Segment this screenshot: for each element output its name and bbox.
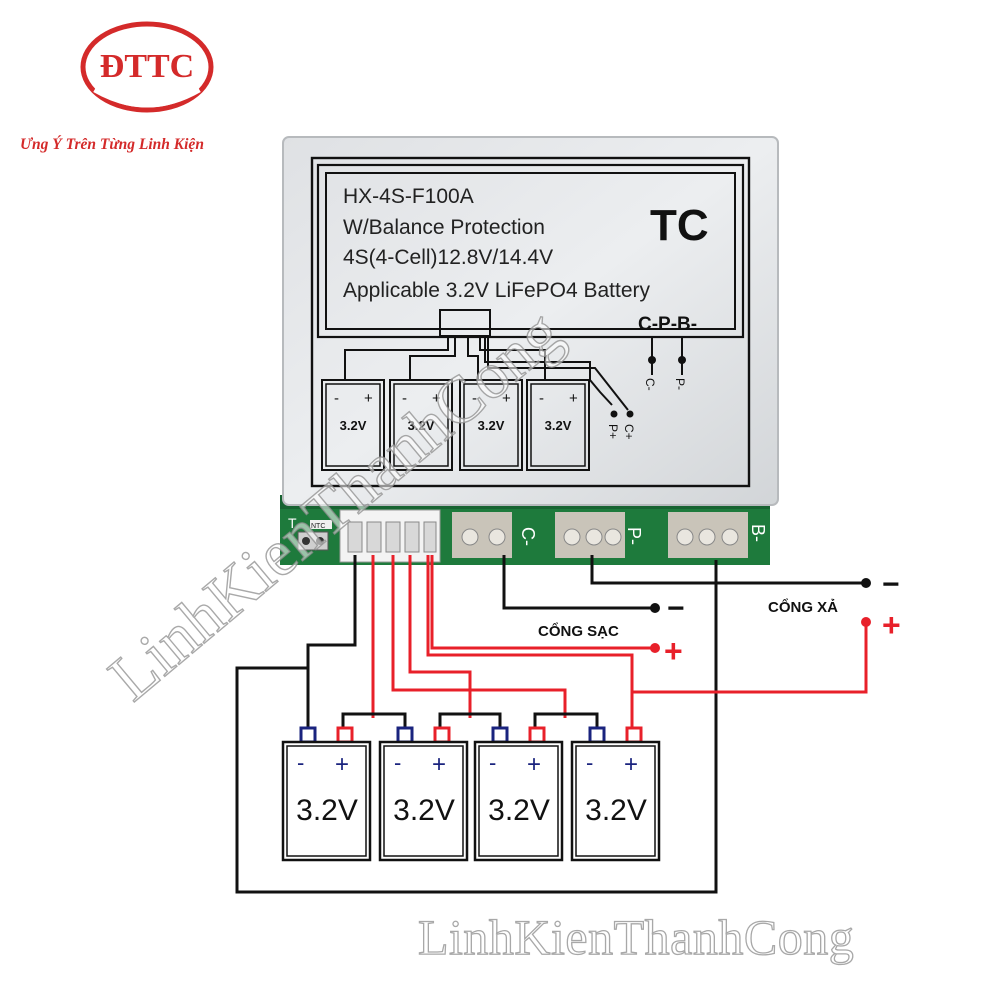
plate-cell-plus: +	[432, 390, 441, 407]
board-terminals-label: C-P-B-	[638, 314, 697, 335]
plate-cell-4: - +3.2V	[526, 379, 590, 471]
positive-terminal	[336, 726, 354, 744]
c-minus-label: C-	[643, 378, 657, 391]
plate-cell-minus: -	[472, 390, 477, 407]
charge-minus-sign: −	[667, 592, 685, 625]
charge-port-label: CỔNG SẠC	[538, 622, 619, 640]
plate-cell-voltage: 3.2V	[478, 418, 505, 433]
battery-cell-2: - +3.2V	[378, 726, 469, 862]
plate-cell-plus: +	[364, 390, 373, 407]
negative-terminal	[396, 726, 414, 744]
discharge-minus-sign: −	[882, 568, 900, 601]
plate-cell-plus: +	[502, 390, 511, 407]
plate-cell-3: - +3.2V	[459, 379, 523, 471]
cell-plus-sign: +	[335, 751, 349, 778]
battery-cell-3: - +3.2V	[473, 726, 564, 862]
pcb-ntc-label: NTC	[311, 523, 325, 530]
bms-label-plate: HX-4S-F100A W/Balance Protection 4S(4-Ce…	[282, 136, 779, 506]
battery-cells: - +3.2V - +3.2V - +3.2V - +3.2V	[281, 726, 661, 862]
cell-plus-sign: +	[432, 751, 446, 778]
c-plus-label: C+	[622, 424, 636, 440]
plate-cell-plus: +	[569, 390, 578, 407]
cell-minus-sign: -	[586, 750, 593, 775]
p-minus-label: P-	[673, 378, 687, 390]
plate-cell-1: - +3.2V	[321, 379, 385, 471]
plate-cell-minus: -	[334, 390, 339, 407]
plate-cell-voltage: 3.2V	[340, 418, 367, 433]
charge-plus-sign: +	[664, 633, 683, 669]
watermark-bottom: LinhKienThanhCong	[417, 908, 855, 965]
cell-minus-sign: -	[297, 750, 304, 775]
pcb-b-label: B-	[748, 524, 768, 542]
positive-terminal	[433, 726, 451, 744]
discharge-port-label: CỔNG XẢ	[768, 598, 838, 616]
plate-cell-2: - +3.2V	[389, 379, 453, 471]
pcb-p-label: P-	[624, 527, 644, 545]
pcb-c-label: C-	[518, 527, 538, 546]
plate-cell-minus: -	[539, 390, 544, 407]
plate-cell-voltage: 3.2V	[408, 418, 435, 433]
cell-voltage: 3.2V	[296, 794, 358, 827]
cell-minus-sign: -	[394, 750, 401, 775]
svg-text:ĐTTC: ĐTTC	[100, 48, 194, 85]
cell-plus-sign: +	[527, 751, 541, 778]
plate-cell-minus: -	[402, 390, 407, 407]
cell-voltage: 3.2V	[585, 794, 647, 827]
board-spec: 4S(4-Cell)12.8V/14.4V	[343, 246, 553, 269]
cell-plus-sign: +	[624, 751, 638, 778]
p-plus-label: P+	[606, 424, 620, 439]
negative-terminal	[299, 726, 317, 744]
wiring	[235, 555, 868, 894]
plate-cell-voltage: 3.2V	[545, 418, 572, 433]
cell-minus-sign: -	[489, 750, 496, 775]
negative-terminal	[588, 726, 606, 744]
negative-terminal	[491, 726, 509, 744]
board-model: HX-4S-F100A	[343, 185, 474, 208]
battery-cell-1: - +3.2V	[281, 726, 372, 862]
cell-voltage: 3.2V	[393, 794, 455, 827]
board-brand: TC	[650, 201, 709, 250]
battery-cell-4: - +3.2V	[570, 726, 661, 862]
positive-terminal	[625, 726, 643, 744]
cell-voltage: 3.2V	[488, 794, 550, 827]
positive-terminal	[528, 726, 546, 744]
tagline: Ưng Ý Trên Từng Linh Kiện	[20, 136, 204, 153]
pcb-t-label: T	[288, 515, 297, 531]
discharge-plus-sign: +	[882, 607, 901, 643]
board-battery-type: Applicable 3.2V LiFePO4 Battery	[343, 279, 651, 302]
dttc-logo: ĐTTC	[75, 17, 220, 117]
board-feature: W/Balance Protection	[343, 216, 545, 239]
